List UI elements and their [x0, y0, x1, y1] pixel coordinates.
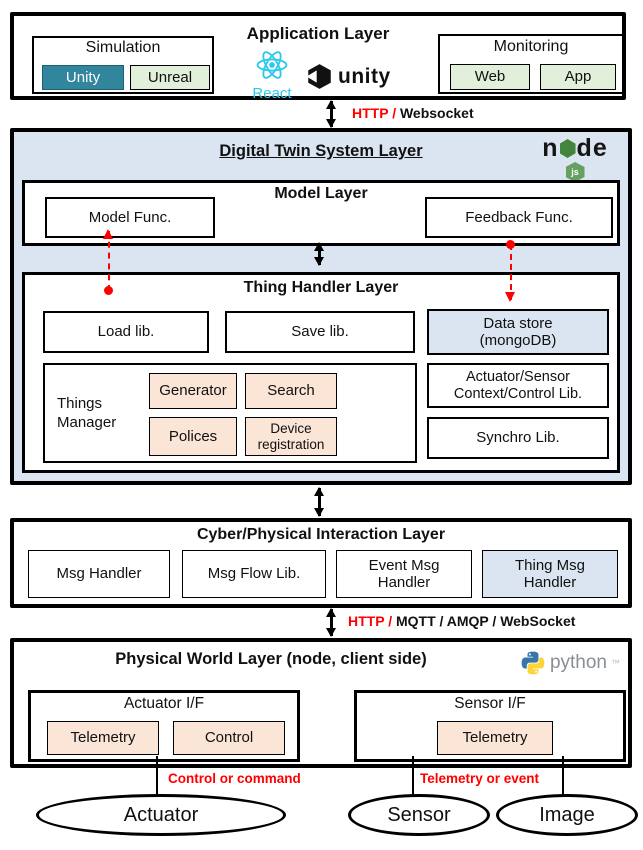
telemetry-event-label: Telemetry or event	[420, 771, 540, 786]
cyber-layer-title: Cyber/Physical Interaction Layer	[196, 526, 446, 543]
web-box: Web	[450, 64, 530, 90]
unreal-sim-box: Unreal	[130, 65, 210, 90]
protocol-label-top: HTTP / Websocket	[352, 105, 474, 121]
generator-box: Generator	[149, 373, 237, 409]
protocol-mqtt-amqp-websocket: MQTT / AMQP / WebSocket	[392, 613, 576, 629]
protocol-http-2: HTTP /	[348, 613, 393, 629]
protocol-websocket: Websocket	[396, 105, 474, 121]
application-layer-title: Application Layer	[246, 24, 390, 43]
msg-flow-lib-box: Msg Flow Lib.	[182, 550, 326, 598]
arrow-app-dts	[326, 100, 335, 128]
actuator-ellipse: Actuator	[36, 794, 286, 836]
python-snakes-icon	[521, 651, 545, 675]
monitoring-group: Monitoring Web App	[438, 34, 624, 94]
actuator-if-box: Actuator I/F Telemetry Control	[28, 690, 300, 762]
red-arrow-to-model-func	[103, 229, 114, 295]
thing-handler-title: Thing Handler Layer	[243, 279, 399, 296]
react-label: React	[252, 85, 292, 102]
save-lib-box: Save lib.	[225, 311, 415, 353]
application-layer: Application Layer Simulation Unity Unrea…	[10, 12, 626, 102]
context-control-lib-box: Actuator/Sensor Context/Control Lib.	[427, 363, 609, 408]
control-command-label: Control or command	[168, 771, 301, 786]
physical-layer-title: Physical World Layer (node, client side)	[115, 650, 427, 668]
protocol-label-bottom: HTTP / MQTT / AMQP / WebSocket	[348, 613, 575, 629]
unity-logo: unity	[306, 63, 391, 90]
sensor-ellipse: Sensor	[348, 794, 490, 836]
things-manager-box: Things Manager Generator Search Polices …	[43, 363, 417, 463]
red-arrow-dot	[506, 240, 516, 249]
feedback-func-box: Feedback Func.	[425, 197, 613, 238]
actuator-control-box: Control	[173, 721, 285, 755]
react-logo: React	[242, 48, 302, 102]
python-tm: ™	[611, 658, 620, 668]
sensor-if-title: Sensor I/F	[454, 695, 526, 712]
python-logo: python ™	[520, 650, 620, 676]
image-ellipse: Image	[496, 794, 638, 836]
thing-handler-layer: Thing Handler Layer Load lib. Save lib. …	[22, 272, 620, 473]
simulation-title: Simulation	[85, 39, 161, 56]
event-msg-handler-box: Event Msg Handler	[336, 550, 472, 598]
arrow-cyber-physical	[326, 608, 335, 637]
node-text-de: de	[576, 134, 608, 162]
node-hexagon-o	[559, 139, 576, 158]
dts-title: Digital Twin System Layer	[219, 142, 423, 160]
actuator-telemetry-box: Telemetry	[47, 721, 159, 755]
red-arrow-to-datastore	[505, 240, 516, 302]
device-registration-box: Device registration	[245, 417, 337, 456]
react-atom-icon	[256, 51, 288, 79]
node-text-n: n	[542, 134, 559, 162]
things-manager-label: Things Manager	[57, 395, 117, 431]
sensor-telemetry-box: Telemetry	[437, 721, 553, 755]
synchro-lib-box: Synchro Lib.	[427, 417, 609, 459]
cyber-physical-layer: Cyber/Physical Interaction Layer Msg Han…	[10, 518, 632, 608]
unity-label: unity	[338, 64, 391, 88]
search-box: Search	[245, 373, 337, 409]
red-arrow-dot	[104, 286, 114, 295]
line-sensor	[412, 756, 414, 800]
sensor-if-box: Sensor I/F Telemetry	[354, 690, 626, 762]
physical-world-layer: Physical World Layer (node, client side)…	[10, 638, 632, 768]
monitoring-title: Monitoring	[493, 38, 569, 55]
line-image	[562, 756, 564, 800]
thing-msg-handler-box: Thing Msg Handler	[482, 550, 618, 598]
model-layer-title: Model Layer	[274, 185, 368, 202]
polices-box: Polices	[149, 417, 237, 456]
arrow-model-thing	[314, 242, 323, 266]
app-box: App	[540, 64, 616, 90]
msg-handler-box: Msg Handler	[28, 550, 170, 598]
line-actuator	[156, 756, 158, 800]
node-js-badge: js	[565, 162, 585, 182]
data-store-box: Data store (mongoDB)	[427, 309, 609, 355]
simulation-group: Simulation Unity Unreal	[32, 36, 214, 94]
unity-cube-icon	[306, 64, 331, 89]
unity-sim-box: Unity	[42, 65, 124, 90]
load-lib-box: Load lib.	[43, 311, 209, 353]
arrow-dts-cyber	[314, 487, 323, 517]
python-label: python	[549, 652, 607, 673]
actuator-if-title: Actuator I/F	[123, 695, 205, 712]
protocol-http: HTTP /	[352, 105, 397, 121]
model-func-box: Model Func.	[45, 197, 215, 238]
